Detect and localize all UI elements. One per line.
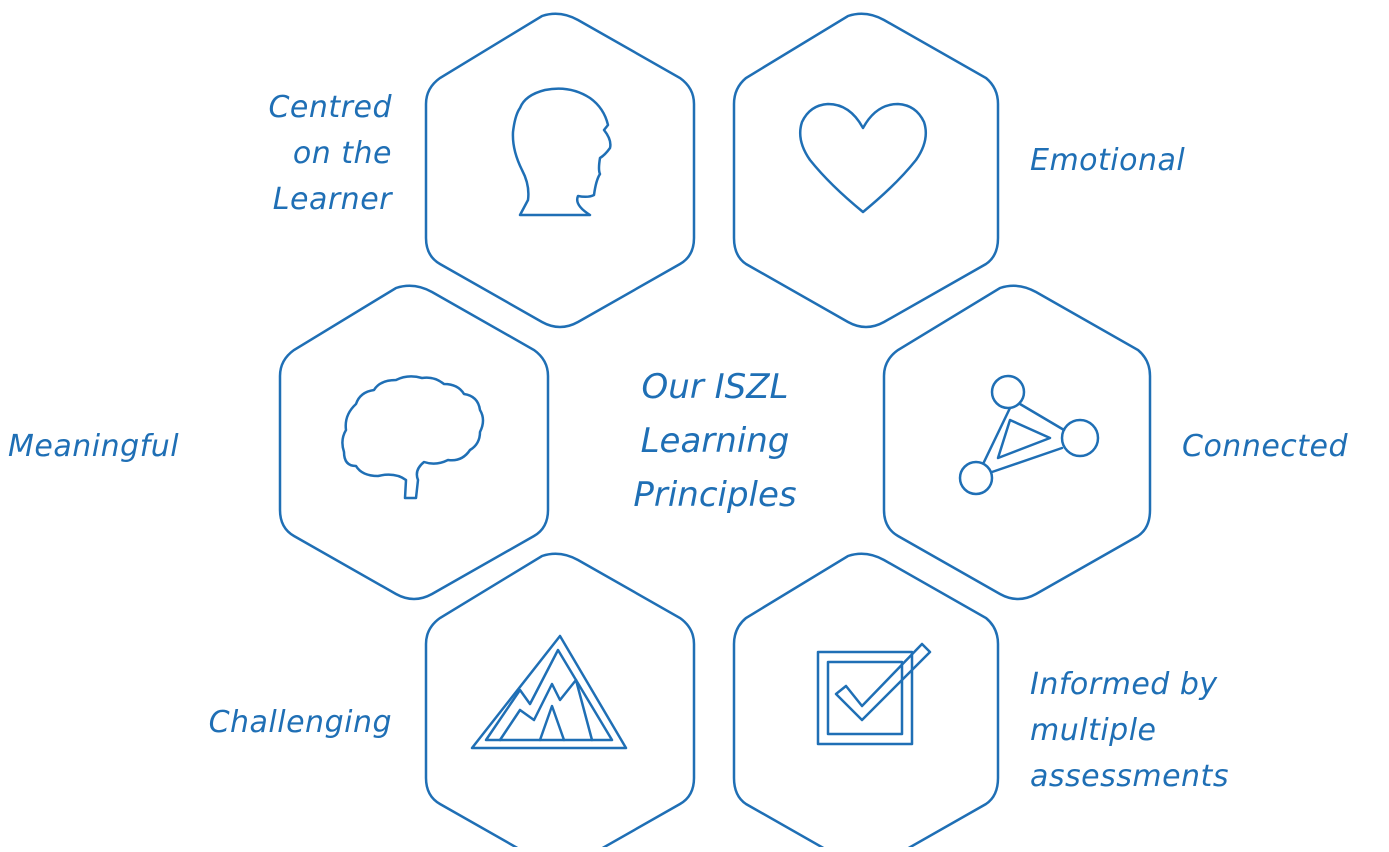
title-line: Principles	[633, 475, 797, 515]
brain-icon	[341, 375, 485, 500]
label-line: Learner	[272, 182, 392, 217]
title-line: Our ISZL	[641, 367, 789, 407]
label-challenging: Challenging	[140, 700, 392, 746]
diagram-title: Our ISZL Learning Principles	[585, 360, 845, 522]
label-line: Informed by	[1030, 667, 1218, 702]
label-meaningful: Meaningful	[8, 424, 179, 470]
hexagon-informed	[732, 552, 1000, 852]
label-emotional: Emotional	[1030, 138, 1185, 184]
label-line: multiple	[1030, 713, 1157, 748]
heart-icon	[799, 102, 927, 214]
label-line: on the	[292, 136, 392, 171]
network-triangle-icon	[958, 374, 1100, 496]
label-informed-by-multiple-assessments: Informed by multiple assessments	[1030, 662, 1229, 800]
mountain-icon	[470, 634, 628, 750]
checkbox-icon	[816, 642, 932, 746]
label-line: Connected	[1182, 429, 1349, 464]
hexagon-centred	[424, 12, 696, 329]
label-line: Challenging	[208, 705, 392, 740]
label-line: Emotional	[1030, 143, 1186, 178]
label-connected: Connected	[1182, 424, 1348, 470]
label-line: Centred	[268, 90, 392, 125]
head-silhouette-icon	[511, 87, 612, 217]
hexagon-connected	[882, 284, 1152, 601]
hexagon-challenging	[424, 552, 696, 852]
title-line: Learning	[640, 421, 790, 461]
hexagon-meaningful	[278, 284, 550, 601]
hexagon-emotional	[732, 12, 1000, 329]
label-line: assessments	[1030, 759, 1229, 794]
label-centred-on-the-learner: Centred on the Learner	[230, 85, 392, 223]
label-line: Meaningful	[8, 429, 180, 464]
